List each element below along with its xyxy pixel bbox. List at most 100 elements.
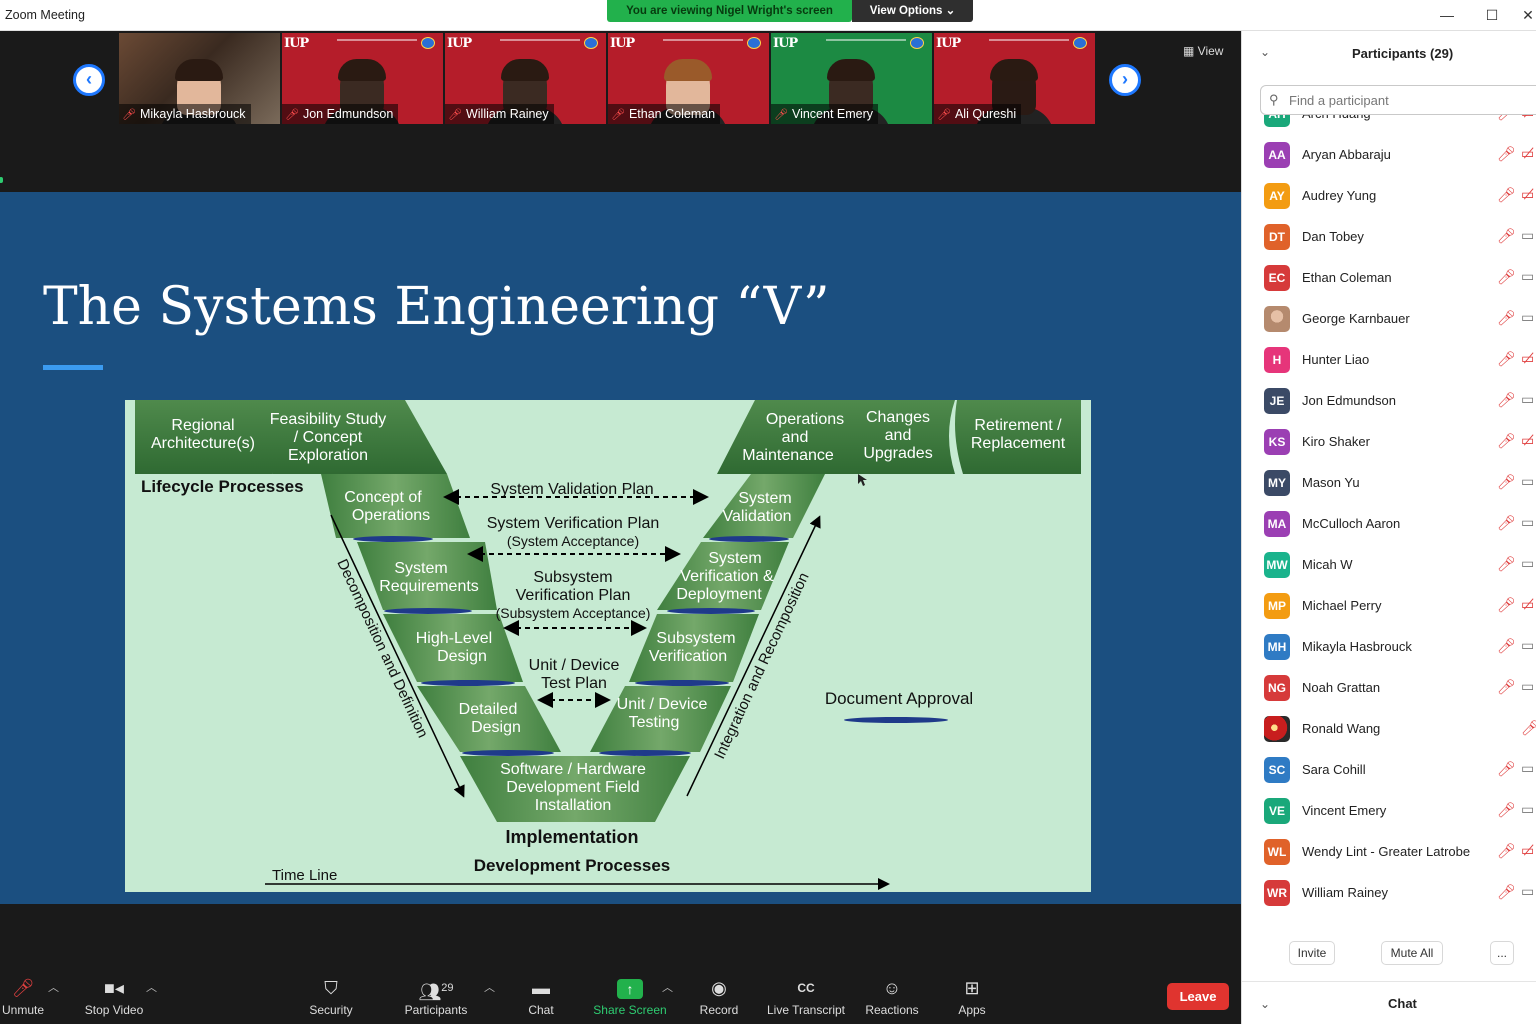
stop-video-button[interactable]: ■◂ Stop Video	[80, 971, 148, 1024]
participants-button[interactable]: 👥︎29 Participants	[400, 971, 472, 1024]
maximize-button[interactable]: ☐	[1485, 7, 1499, 23]
video-thumbnail[interactable]: 🎤︎Mikayla Hasbrouck	[119, 33, 280, 124]
thumbnail-name: Mikayla Hasbrouck	[139, 107, 246, 121]
system-verification-plan: System Verification Plan	[487, 515, 660, 532]
banner-stripe	[826, 39, 906, 41]
slide-title: The Systems Engineering “V”	[43, 277, 830, 337]
thumbnail-name-tag: 🎤︎William Rainey	[445, 104, 554, 124]
globe-logo-icon	[584, 37, 598, 49]
subsystem-plan-line-2: Verification Plan	[516, 587, 631, 604]
changes-line-2: and	[885, 427, 912, 444]
more-options-button[interactable]: ...	[1490, 941, 1514, 965]
previous-page-arrow-icon[interactable]: ‹	[73, 64, 105, 96]
chat-panel-header: ⌄ Chat	[1242, 981, 1536, 1024]
share-screen-button[interactable]: ↑ Share Screen	[592, 971, 668, 1024]
video-thumbnail[interactable]: IUP🎤︎Jon Edmundson	[282, 33, 443, 124]
apps-button[interactable]: ⊞ Apps	[950, 971, 994, 1024]
chat-button[interactable]: ▬ Chat	[518, 971, 564, 1024]
microphone-muted-icon: 🎤︎	[1521, 720, 1536, 737]
stop-video-label: Stop Video	[84, 1003, 144, 1017]
banner-stripe	[989, 39, 1069, 41]
video-off-icon: ▭̸	[1521, 596, 1535, 612]
retirement-line-2: Replacement	[971, 435, 1066, 452]
mute-all-button[interactable]: Mute All	[1381, 941, 1443, 965]
record-button[interactable]: ◉ Record	[696, 971, 742, 1024]
microphone-muted-icon: 🎤︎	[1497, 115, 1516, 122]
search-icon: ⚲	[1269, 92, 1279, 107]
microphone-muted-icon: 🎤︎	[1497, 433, 1517, 450]
participant-name: Arch Huang	[1302, 115, 1371, 121]
reactions-button[interactable]: ☺ Reactions	[862, 971, 922, 1024]
microphone-muted-icon: 🎤︎	[1497, 638, 1517, 655]
audio-options-caret-icon[interactable]: ︿	[48, 982, 59, 994]
banner-stripe	[500, 39, 580, 41]
participant-search-input[interactable]	[1289, 91, 1529, 109]
participant-name: Dan Tobey	[1302, 229, 1364, 244]
video-thumbnail[interactable]: IUP🎤︎Vincent Emery	[771, 33, 932, 124]
view-options-button[interactable]: View Options ⌄	[852, 0, 973, 22]
video-options-caret-icon[interactable]: ︿	[146, 982, 157, 994]
share-screen-icon: ↑	[592, 973, 668, 1003]
chat-title: Chat	[1388, 996, 1417, 1011]
unmute-label: Unmute	[1, 1003, 45, 1017]
participant-name: Noah Grattan	[1302, 680, 1381, 695]
participant-row[interactable]: AHArch Huang🎤︎▭̸	[1242, 115, 1536, 134]
meeting-toolbar: 🎤︎ Unmute ︿ ■◂ Stop Video ︿ ⛉ Security 👥…	[0, 971, 1241, 1024]
chat-collapse-chevron-icon[interactable]: ⌄	[1260, 997, 1271, 1011]
high-level-line-2: Design	[437, 648, 487, 665]
microphone-muted-icon: 🎤︎	[1497, 843, 1517, 860]
participant-row[interactable]: Ronald Wang🎤︎	[1242, 708, 1536, 749]
participants-panel-header: ⌄ Participants (29)	[1242, 31, 1536, 75]
minimize-button[interactable]: —	[1440, 7, 1454, 23]
unmute-button[interactable]: 🎤︎ Unmute	[0, 971, 46, 1024]
video-thumbnail[interactable]: IUP🎤︎Ethan Coleman	[608, 33, 769, 124]
participant-name: Aryan Abbaraju	[1302, 147, 1391, 162]
collapse-chevron-icon[interactable]: ⌄	[1260, 45, 1271, 59]
participant-search: ⚲	[1260, 85, 1536, 115]
high-level-line-1: High-Level	[416, 630, 492, 647]
participant-name: McCulloch Aaron	[1302, 516, 1401, 531]
microphone-muted-icon: 🎤︎	[1497, 761, 1517, 778]
leave-button[interactable]: Leave	[1167, 983, 1229, 1010]
thumbnail-name-tag: 🎤︎Vincent Emery	[771, 104, 879, 124]
globe-logo-icon	[1073, 37, 1087, 49]
participants-label: Participants	[404, 1003, 468, 1017]
video-thumbnail[interactable]: IUP🎤︎Ali Qureshi	[934, 33, 1095, 124]
participant-row[interactable]: George Karnbauer🎤︎▭	[1242, 298, 1536, 339]
app-title: Zoom Meeting	[5, 8, 85, 22]
retirement-line-1: Retirement /	[974, 417, 1062, 434]
participants-options-caret-icon[interactable]: ︿	[484, 982, 495, 994]
security-button[interactable]: ⛉ Security	[302, 971, 360, 1024]
security-label: Security	[309, 1003, 353, 1017]
participant-name: Kiro Shaker	[1302, 434, 1370, 449]
microphone-muted-icon: 🎤︎	[448, 109, 462, 121]
reactions-label: Reactions	[865, 1003, 919, 1017]
concept-line-1: Concept of	[344, 489, 422, 506]
next-page-arrow-icon[interactable]: ›	[1109, 64, 1141, 96]
close-button[interactable]: ✕	[1522, 7, 1534, 23]
participant-name: George Karnbauer	[1302, 311, 1410, 326]
live-transcript-button[interactable]: CC Live Transcript	[764, 971, 848, 1024]
view-layout-button[interactable]: ▦ View	[1183, 44, 1223, 58]
invite-button[interactable]: Invite	[1289, 941, 1335, 965]
video-thumbnail[interactable]: IUP🎤︎William Rainey	[445, 33, 606, 124]
share-options-caret-icon[interactable]: ︿	[662, 982, 673, 994]
